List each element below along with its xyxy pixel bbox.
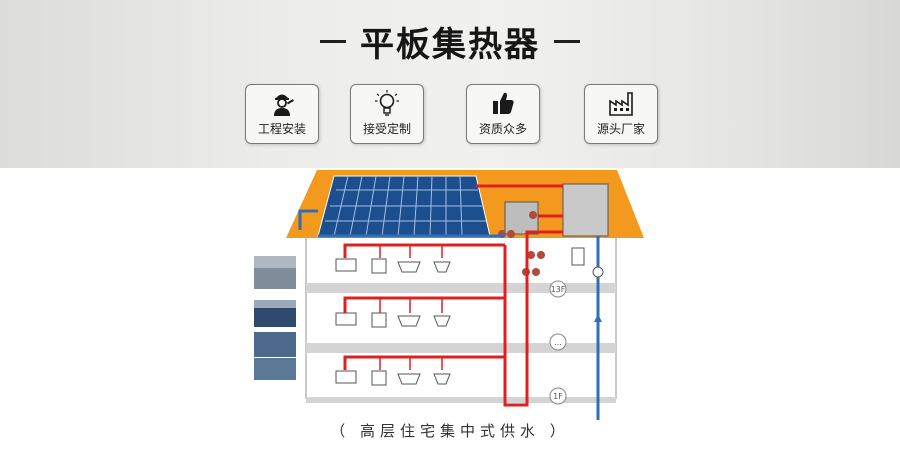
building — [305, 231, 617, 403]
solar-collector-array — [317, 175, 491, 237]
control-box — [571, 247, 585, 266]
floor-badge-1f — [549, 387, 567, 405]
title-area: 平板集热器 — [0, 18, 900, 65]
pump-icon — [527, 251, 535, 259]
valve-icon — [592, 266, 604, 278]
floor-top — [305, 231, 617, 289]
pump-icon — [532, 268, 540, 276]
feature-label: 源头厂家 — [596, 122, 645, 136]
engineer-icon — [274, 94, 294, 116]
branch-lines — [379, 245, 443, 370]
page-title: 平板集热器 — [360, 24, 540, 65]
storage-tank — [562, 183, 609, 237]
feature-customization[interactable]: 接受定制 — [350, 84, 424, 144]
floor-badge-middle — [549, 333, 567, 351]
washing-machine-icon — [371, 312, 387, 328]
slab — [306, 283, 616, 293]
title-dash-right — [554, 39, 580, 43]
floor-badge-13f — [549, 280, 567, 298]
pump-icon — [529, 211, 537, 219]
feature-qualifications[interactable]: 资质众多 — [466, 84, 540, 144]
washbasin-icon — [433, 373, 451, 385]
washbasin-icon — [433, 315, 451, 327]
water-heater-icon — [335, 370, 357, 384]
diagram-caption: （ 高层住宅集中式供水 ） — [330, 422, 570, 440]
flow-arrow — [594, 314, 602, 322]
water-heater-icon — [335, 258, 357, 272]
sink-icon — [397, 315, 421, 327]
title-dash-left — [320, 39, 346, 43]
feature-source-factory[interactable]: 源头厂家 — [584, 84, 658, 144]
thumbs-up-icon — [493, 92, 514, 114]
header-banner — [0, 0, 900, 168]
installation-photos — [254, 256, 296, 380]
washing-machine-icon — [371, 258, 387, 274]
washbasin-icon — [433, 261, 451, 273]
feature-engineering[interactable]: 工程安装 — [245, 84, 319, 144]
floor-label-13f: 13F — [551, 285, 566, 294]
feature-label: 接受定制 — [362, 122, 411, 136]
slab — [306, 343, 616, 353]
feature-label: 工程安装 — [257, 122, 306, 136]
water-heater-icon — [335, 312, 357, 326]
floor-label-1f: 1F — [553, 392, 563, 401]
sink-icon — [397, 373, 421, 385]
factory-icon — [609, 92, 633, 116]
fixtures — [335, 258, 451, 386]
slab — [306, 397, 616, 403]
hot-water-pipe — [343, 184, 563, 407]
pump-icon — [507, 230, 515, 238]
feature-label: 资质众多 — [478, 122, 527, 136]
floor-label-middle: ... — [554, 338, 562, 347]
sink-icon — [397, 261, 421, 273]
pump-icon — [537, 251, 545, 259]
installation-photo — [254, 332, 296, 357]
lightbulb-icon — [375, 90, 399, 116]
installation-photo — [254, 358, 296, 380]
washing-machine-icon — [371, 370, 387, 386]
